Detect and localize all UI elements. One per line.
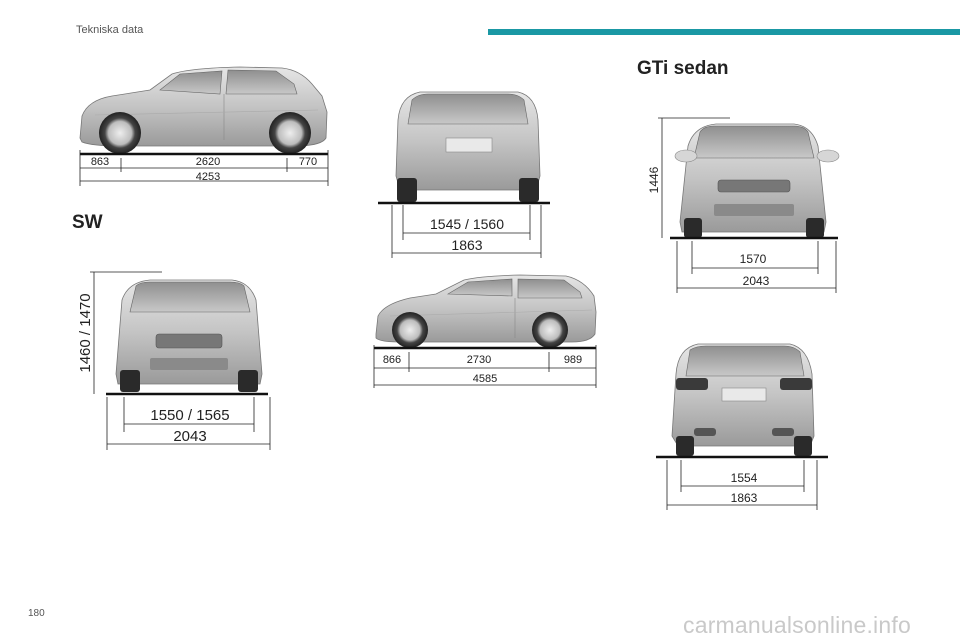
sw-rear-overhang: 989	[564, 354, 582, 366]
gti-section-title: GTi sedan	[637, 58, 729, 79]
hatchback-rear-width: 1863	[451, 237, 482, 253]
gti-rear-dimensions	[666, 460, 818, 510]
sw-front-view	[90, 271, 268, 396]
sw-length: 4585	[473, 373, 497, 385]
hatchback-rear-view	[378, 91, 550, 205]
wheel-icon	[99, 112, 141, 154]
sw-front-overhang: 866	[383, 354, 401, 366]
header-title: Tekniska data	[76, 24, 144, 36]
hatchback-rear-track: 1545 / 1560	[430, 216, 504, 232]
wheel-icon	[392, 312, 428, 348]
sw-side-dimensions	[373, 345, 597, 388]
sw-front-dimensions	[93, 272, 271, 450]
gti-front-width: 2043	[743, 274, 770, 288]
page-number: 180	[28, 608, 45, 619]
hatchback-length: 4253	[196, 171, 220, 183]
header-accent-bar	[488, 29, 960, 35]
gti-rear-width: 1863	[731, 491, 758, 505]
wheel-icon	[532, 312, 568, 348]
sw-height: 1460 / 1470	[77, 293, 94, 372]
gti-front-track: 1570	[740, 252, 767, 266]
sw-front-width: 2043	[173, 428, 206, 445]
gti-height: 1446	[647, 166, 661, 193]
hatchback-side-view	[79, 66, 328, 156]
hatchback-rear-overhang: 770	[299, 156, 317, 168]
sw-side-view	[374, 274, 597, 350]
gti-front-view	[658, 117, 840, 240]
gti-rear-track: 1554	[731, 471, 758, 485]
wheel-icon	[269, 112, 311, 154]
gti-rear-view	[656, 343, 828, 459]
gti-front-dimensions	[661, 118, 837, 293]
sw-section-title: SW	[72, 212, 103, 233]
sw-front-track: 1550 / 1565	[150, 407, 229, 424]
hatchback-front-overhang: 863	[91, 156, 109, 168]
watermark-text: carmanualsonline.info	[683, 612, 911, 638]
hatchback-side-dimensions	[79, 150, 329, 186]
hatchback-wheelbase: 2620	[196, 156, 220, 168]
hatchback-rear-dimensions	[391, 205, 542, 258]
sw-wheelbase: 2730	[467, 354, 491, 366]
